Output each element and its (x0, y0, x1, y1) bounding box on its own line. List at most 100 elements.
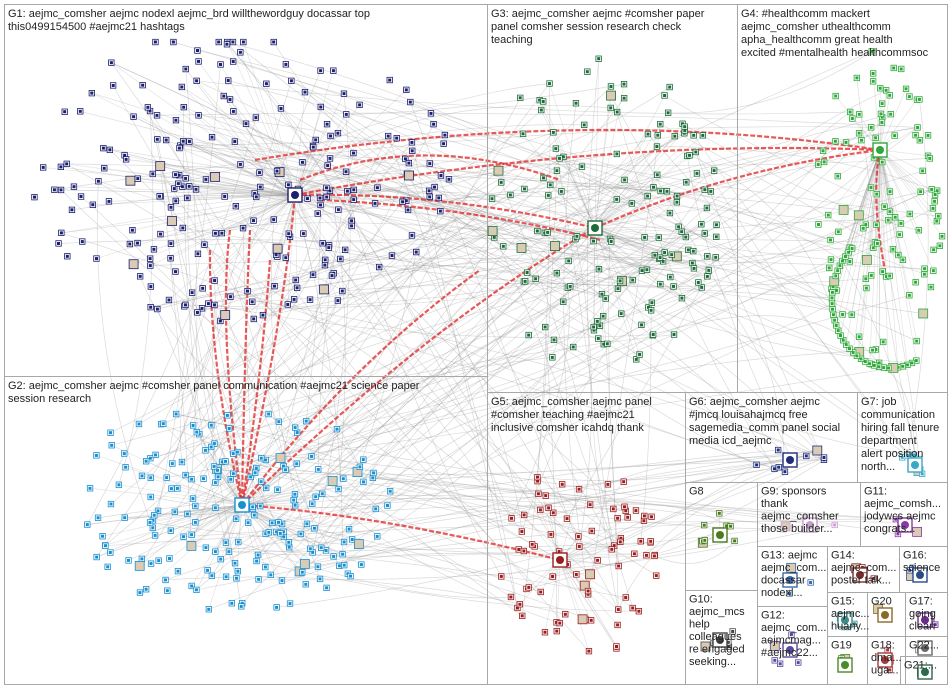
edge (879, 149, 939, 217)
edge (89, 487, 243, 506)
edge (594, 227, 665, 253)
node-marker (705, 254, 709, 258)
node-marker (213, 481, 217, 485)
node-marker (617, 564, 621, 568)
node-marker (920, 472, 924, 476)
edge (648, 307, 913, 364)
node-marker (253, 471, 257, 475)
node-marker (871, 246, 875, 250)
edge (346, 83, 625, 115)
group-label-g11: G11: (864, 486, 887, 498)
edge (281, 279, 633, 581)
edge (217, 450, 818, 476)
edge (879, 149, 929, 157)
node-marker (155, 113, 159, 117)
edge (594, 212, 670, 229)
edge (152, 504, 243, 529)
node-marker (855, 354, 859, 358)
node-marker (523, 187, 526, 191)
edge (152, 346, 574, 521)
edge (241, 481, 364, 506)
node-marker (597, 267, 601, 271)
node-marker (227, 550, 231, 554)
node-marker (822, 456, 826, 459)
node-marker (606, 482, 610, 486)
edge (559, 516, 652, 561)
edge (235, 111, 851, 520)
node-marker (167, 298, 171, 302)
node-marker (611, 507, 615, 511)
edge (594, 227, 656, 256)
group-label-g18: G18: (871, 640, 895, 652)
group-label-g13: docassar (761, 575, 806, 587)
edge (879, 149, 899, 256)
edge (214, 194, 296, 281)
node-marker (592, 239, 595, 243)
node-marker (646, 194, 650, 198)
node-marker (935, 189, 939, 193)
node-marker (280, 579, 284, 583)
edge (294, 92, 306, 196)
node-marker (350, 219, 354, 223)
node-marker (896, 253, 900, 257)
edge (54, 126, 872, 191)
node-marker (170, 462, 174, 466)
edge (96, 194, 296, 259)
edge (153, 70, 321, 516)
node-marker (316, 212, 320, 215)
node-marker (272, 40, 276, 44)
node-marker (574, 573, 578, 576)
hub-marker (291, 191, 299, 199)
node-marker (809, 581, 813, 584)
node-marker (427, 189, 431, 193)
group-label-g3: panel comsher session research check (491, 21, 682, 33)
edge (302, 195, 648, 573)
edge (241, 459, 364, 506)
node-marker (634, 357, 638, 361)
node-marker (123, 516, 127, 520)
node-marker (935, 219, 939, 223)
node-marker (169, 205, 173, 209)
node-marker (864, 286, 868, 290)
edge (271, 135, 676, 524)
edge (170, 194, 296, 259)
edge (156, 139, 242, 607)
edge (856, 77, 919, 472)
node-marker (586, 589, 590, 593)
group-label-g12: #aejmc22... (761, 647, 818, 659)
edge (315, 495, 898, 535)
edge (241, 428, 338, 506)
hub-marker (786, 646, 794, 654)
group-label-g7: north... (861, 461, 895, 473)
node-g4 (853, 210, 864, 221)
edge (256, 560, 639, 612)
node-marker (656, 133, 660, 137)
node-marker (319, 546, 323, 550)
edge (294, 70, 334, 196)
node-marker (592, 325, 596, 329)
edge (243, 41, 296, 196)
node-marker (616, 287, 620, 291)
node-marker (677, 225, 681, 229)
node-marker (282, 464, 285, 468)
group-label-g20: G20 (871, 596, 892, 608)
node-marker (169, 487, 173, 491)
node-g3 (487, 226, 498, 237)
edge (320, 106, 571, 287)
edge (879, 149, 904, 260)
edge (879, 88, 907, 151)
node-marker (174, 412, 178, 416)
edge (322, 493, 560, 624)
edge (157, 64, 221, 511)
edge (594, 227, 652, 311)
node-marker (324, 549, 328, 552)
edge (664, 95, 885, 207)
node-marker (906, 453, 910, 457)
edge (879, 149, 917, 342)
highlighted-edge (224, 229, 244, 506)
node-marker (264, 486, 268, 490)
hub-marker (921, 644, 929, 652)
node-marker (717, 511, 721, 515)
node-marker (544, 494, 548, 498)
node-marker (149, 562, 153, 566)
